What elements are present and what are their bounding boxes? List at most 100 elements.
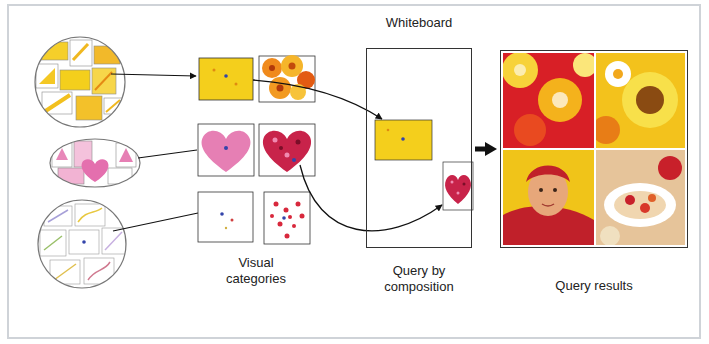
white-cluster (40, 230, 66, 256)
result-images (596, 116, 620, 144)
box-heading: Query results (501, 278, 687, 294)
result-images (658, 156, 682, 180)
drag-arrows (253, 80, 382, 119)
white-cluster (69, 230, 99, 254)
result-images (613, 69, 623, 79)
category-thumbnails (285, 234, 290, 239)
category-thumbnails (284, 208, 289, 213)
yellow-cluster (35, 37, 125, 127)
pink-cluster (116, 143, 136, 167)
yellow-cluster (70, 40, 92, 66)
yellow-cluster (42, 92, 72, 114)
pink-cluster (50, 139, 140, 187)
cluster-leaders (111, 74, 196, 76)
box-heading: Whiteboard (367, 15, 471, 31)
category-thumbnails (288, 215, 292, 219)
category-thumbnails (270, 214, 274, 218)
yellow-cluster (36, 40, 122, 120)
white-cluster (48, 210, 68, 222)
results-box: Query results (500, 50, 688, 248)
result-images (514, 114, 546, 146)
flow-arrow (475, 147, 489, 152)
yellow-cluster (35, 37, 125, 127)
white-cluster (102, 228, 126, 254)
category-thumbnails (292, 158, 296, 162)
category-thumbnails (269, 77, 291, 99)
white-cluster (50, 260, 80, 284)
yellow-cluster (39, 68, 55, 84)
white-cluster (78, 208, 102, 222)
category-thumbnails (235, 83, 238, 86)
yellow-cluster (104, 98, 122, 114)
white-cluster (54, 264, 76, 280)
category-thumbnails (277, 85, 284, 92)
category-thumbnails (285, 153, 290, 158)
result-images (648, 194, 656, 202)
result-images (526, 166, 570, 183)
category-thumbnails (263, 131, 311, 172)
category-thumbnails (264, 192, 310, 244)
result-images (604, 183, 676, 227)
composed-query (451, 181, 454, 184)
category-thumbnails (270, 202, 305, 239)
result-images (614, 191, 666, 219)
category-thumbnails (199, 58, 253, 100)
category-thumbnails (231, 219, 234, 222)
yellow-cluster (76, 96, 102, 120)
white-cluster (105, 232, 122, 250)
result-images (514, 64, 526, 76)
category-thumbnails (269, 65, 275, 71)
pink-cluster (108, 168, 132, 184)
result-images (600, 226, 620, 245)
white-cluster (82, 240, 86, 244)
result-images (625, 195, 635, 205)
result-images (503, 150, 594, 245)
category-thumbnails (225, 227, 227, 229)
composed-query (387, 129, 390, 132)
category-thumbnails (198, 192, 253, 242)
category-thumbnails (296, 140, 301, 145)
category-thumbnails (259, 56, 315, 102)
drag-arrows (253, 80, 442, 231)
category-thumbnails (224, 74, 228, 78)
outer-frame (8, 5, 700, 338)
category-thumbnails (224, 146, 228, 150)
composed-query (463, 183, 466, 186)
result-images (503, 53, 538, 88)
white-cluster (38, 200, 126, 288)
yellow-cluster (73, 44, 88, 60)
result-images (539, 188, 543, 192)
whiteboard-box: WhiteboardQuery by composition (366, 48, 472, 248)
result-images (596, 150, 685, 245)
white-cluster (84, 258, 114, 284)
result-images (552, 92, 568, 108)
white-cluster (88, 262, 110, 280)
category-thumbnails (262, 58, 282, 78)
category-thumbnails (213, 69, 216, 72)
category-thumbnails (202, 131, 251, 172)
category-thumbnails (259, 124, 315, 176)
yellow-cluster (92, 68, 116, 94)
result-images (538, 78, 582, 122)
result-images (573, 53, 594, 77)
cluster-leaders (111, 74, 198, 231)
composed-query (375, 120, 432, 160)
category-thumbnails (274, 202, 279, 207)
result-images (503, 150, 594, 245)
composed-query (445, 175, 471, 204)
cluster-leaders (113, 213, 198, 231)
white-cluster (38, 200, 126, 288)
yellow-cluster (35, 37, 125, 127)
result-images (596, 53, 685, 148)
composed-query (443, 162, 473, 210)
drag-arrows (300, 165, 442, 231)
result-images (605, 61, 631, 87)
yellow-cluster (60, 70, 90, 90)
pink-cluster (50, 139, 140, 187)
result-images (553, 188, 557, 192)
category-thumbnails (278, 222, 283, 227)
composed-query (457, 192, 460, 195)
category-thumbnails (292, 224, 296, 228)
